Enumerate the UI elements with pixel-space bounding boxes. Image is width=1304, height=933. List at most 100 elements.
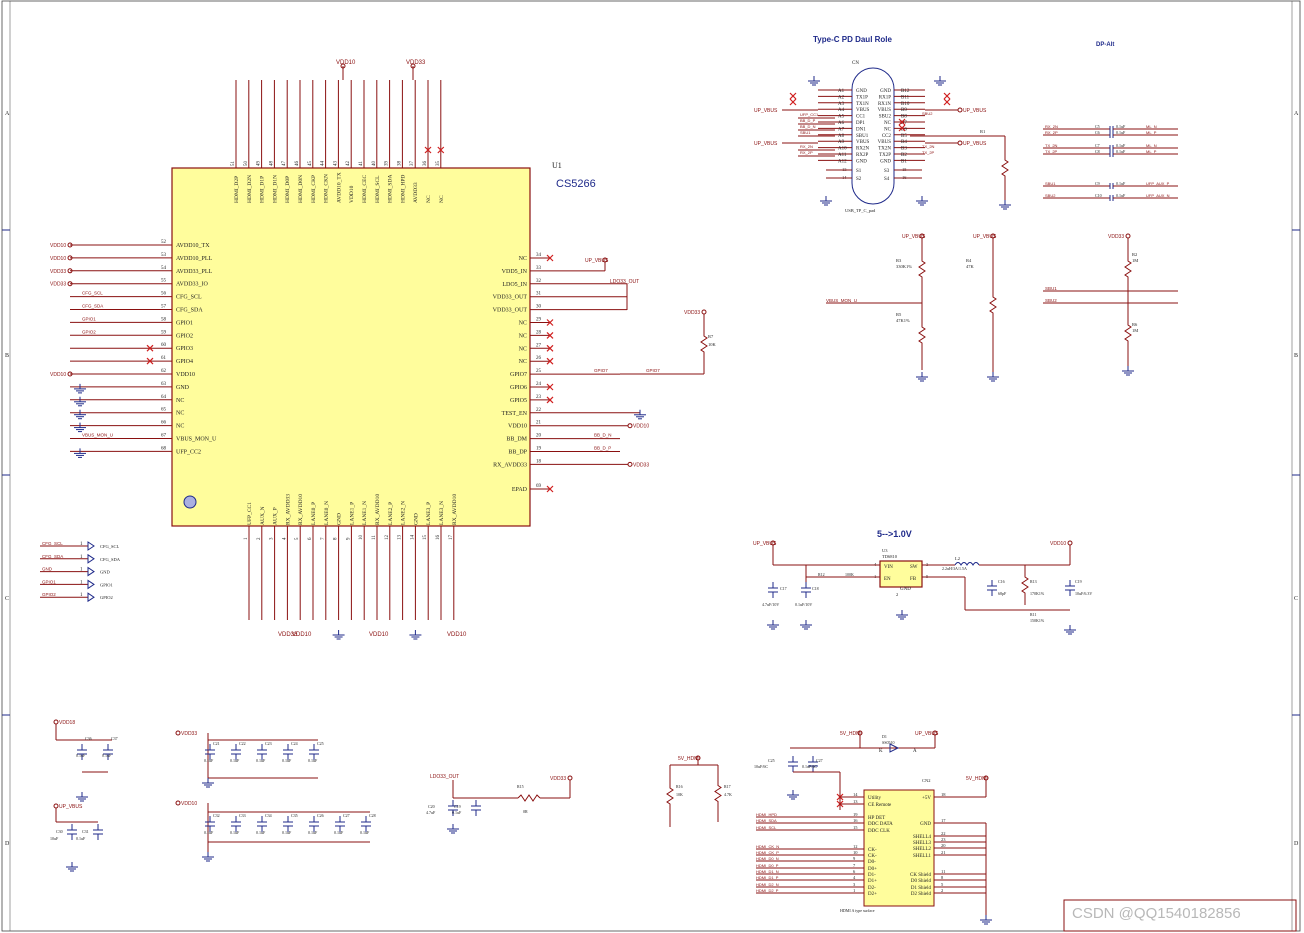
u1-bottom-pin-num: 6 [308, 537, 313, 540]
u1-right-pin-num: 24 [536, 382, 542, 387]
typec-left-pin-id: A1 [838, 89, 845, 94]
decap-val: 0.1uF [102, 753, 112, 758]
power-port-icon [67, 371, 73, 377]
hdmi-left-pin-name: HP DET [868, 816, 885, 821]
u1-right-pin-num: 18 [536, 459, 542, 464]
buck-cap-ref: C19 [1075, 579, 1082, 584]
u1-bottom-pin-num: 7 [321, 537, 326, 540]
hdmi-left-pin-num: 6 [853, 869, 856, 874]
u1-right-net: BB_D_N [594, 433, 612, 438]
header-pin-icon [87, 541, 95, 551]
decap-ref: C32 [213, 813, 220, 818]
u1-top-pin-name: HDMI_D2N [247, 175, 253, 203]
u1-top-pin-name: HDMI_D0P [285, 176, 291, 203]
typec-right-pin-name: VBUS [878, 108, 892, 113]
decap-ref: C22 [239, 741, 246, 746]
power-port-label: VDD33 [1108, 234, 1124, 240]
typec-r1 [1001, 136, 1009, 200]
u1-bottom-pin-num: 11 [372, 535, 377, 540]
decap-ref: C23 [265, 741, 272, 746]
hdmi-r-ref: R16 [676, 784, 683, 789]
u1-top-power-2: VDD33 [406, 60, 426, 66]
power-port-label: VDD10 [50, 243, 66, 249]
hdmi-net-label: HDMI_CK_N [756, 844, 779, 849]
ldo-resistor [517, 794, 541, 802]
power-port-icon [67, 281, 73, 287]
no-connect-mark [546, 383, 554, 391]
hdmi-right-pin-num: 22 [941, 831, 946, 836]
hdmi-right-pin-num: 11 [941, 869, 945, 874]
dpalt-net-from: TX_2N [1045, 143, 1058, 148]
power-port-label: UP_VBUS [963, 141, 987, 147]
u1-right-net: GPIO7 [594, 368, 608, 373]
u1-right-pin-name: TEST_EN [502, 411, 528, 417]
hdmi-left-pin-name: D2+ [868, 892, 877, 897]
border-row-label-left: A [5, 111, 10, 117]
hdmi-right-pin-num: 18 [941, 792, 946, 797]
u1-bottom-pin-num: 15 [423, 535, 428, 541]
hdmi-net-label: HDMI_D1_P [756, 875, 779, 880]
u1-right-pin-name: VDD10 [508, 424, 527, 430]
hdmi-right-pin-name: +5V [922, 796, 931, 801]
u1-top-pin-num: 41 [359, 161, 364, 167]
hdmi-left-pin-num: 14 [853, 792, 858, 797]
border-row-label-right: D [1294, 841, 1299, 847]
no-connect-mark [437, 146, 445, 154]
decap-val: 10uF [50, 836, 59, 841]
u1-name: CS5266 [556, 178, 596, 190]
no-connect-mark [546, 344, 554, 352]
typec-net-left: BB_D_N [800, 124, 816, 129]
typec-net-left: RX_2P [800, 150, 813, 155]
decap-val: 0.1uF [204, 830, 214, 835]
no-connect-mark [546, 396, 554, 404]
u1-bottom-power-2: VDD10 [292, 632, 312, 638]
typec-shield-name: S2 [856, 177, 862, 182]
u1-left-pin-num: 63 [161, 382, 167, 387]
cfg-pin-num: 1 [80, 542, 83, 547]
u1-left-pin-num: 57 [161, 305, 167, 310]
hdmi-left-pin-num: 1 [853, 888, 855, 893]
decap-ref: C28 [369, 813, 376, 818]
power-port-label: VDD18 [59, 720, 75, 726]
u1-right-pin-name: EPAD [512, 487, 528, 493]
sbu-bias-r-top [1124, 238, 1132, 300]
dpalt-cap-val: 0.1uF [1116, 193, 1126, 198]
u1-bottom-pin-name: AUX_P [273, 507, 279, 525]
ldo-cap-val: 4.7uF [426, 810, 436, 815]
border-row-label-right: B [1294, 353, 1298, 359]
u1-pin1-marker [183, 495, 197, 509]
u1-top-pin-name: HDMI_D2P [234, 176, 240, 203]
hdmi-left-pin-num: 15 [853, 825, 858, 830]
dpalt-cap-ref: C10 [1095, 193, 1102, 198]
buck-cap-ref: C18 [812, 586, 819, 591]
hdmi-r17 [714, 765, 722, 822]
cfg-pin-name: CFG_SCL [100, 544, 120, 549]
u1-bottom-pin-name: GND [413, 513, 419, 525]
buck-pin-name: EN [884, 577, 891, 582]
u1-bottom-pin-num: 14 [410, 535, 415, 541]
u1-left-net: CFG_SDA [82, 304, 103, 309]
ldo-cap-val: 0.1uF [452, 810, 462, 815]
dpalt-net-to: ML_N [1146, 143, 1157, 148]
power-port-label: VDD10 [181, 801, 197, 807]
typec-net-left: UFP_CC1 [800, 112, 819, 117]
watermark: CSDN @QQ1540182856 [1072, 905, 1241, 922]
u1-left-pin-num: 60 [161, 343, 167, 348]
power-port-icon [701, 309, 707, 315]
decap-val: 0.1uF [256, 758, 266, 763]
u1-bottom-pin-num: 10 [359, 535, 364, 541]
u1-right-pin-name: VDD33_OUT [493, 295, 528, 301]
typec-net-left: RX_2N [800, 144, 813, 149]
buck-title: 5-->1.0V [877, 529, 912, 539]
u1-left-pin-name: AVDD33_PLL [176, 269, 213, 275]
power-port-label: VDD10 [1050, 541, 1066, 547]
hdmi-left-pin-num: 13 [853, 799, 858, 804]
border-row-label-left: C [5, 596, 9, 602]
u1-right-pin-num: 33 [536, 266, 542, 271]
u1-left-pin-name: NC [176, 398, 184, 404]
u1-top-pin-name: HDMI_SDA [388, 175, 394, 203]
buck-rfb-top [1021, 565, 1029, 605]
hdmi-left-pin-num: 9 [853, 856, 856, 861]
